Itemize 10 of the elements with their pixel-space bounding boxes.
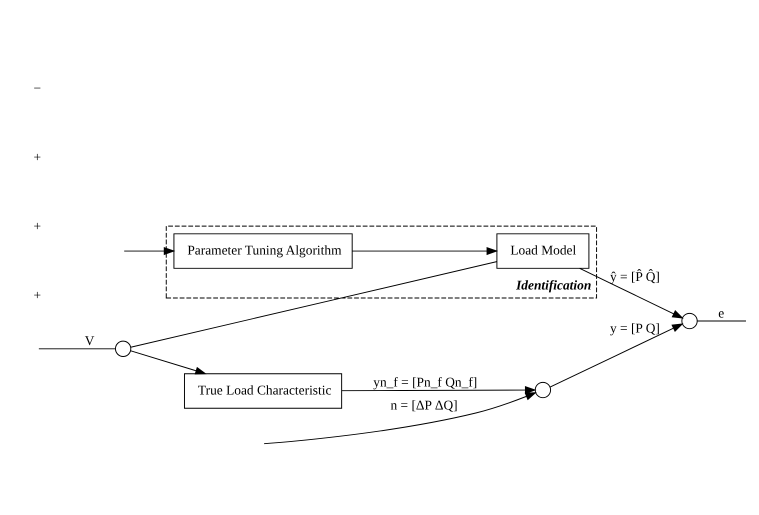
edge-label: V bbox=[84, 332, 94, 348]
label: − bbox=[34, 80, 42, 96]
label: + bbox=[34, 218, 42, 234]
label: + bbox=[34, 287, 42, 302]
edge-label: e bbox=[718, 304, 724, 320]
edge-label: yn_f = [Pn_f Qn_f] bbox=[373, 374, 478, 389]
label: + bbox=[34, 149, 42, 164]
edge-label: n = [ΔP ΔQ] bbox=[390, 396, 458, 412]
edge-label: ŷ = [P̂ Q̂] bbox=[610, 268, 660, 284]
edge-label: y = [P Q] bbox=[610, 320, 660, 336]
